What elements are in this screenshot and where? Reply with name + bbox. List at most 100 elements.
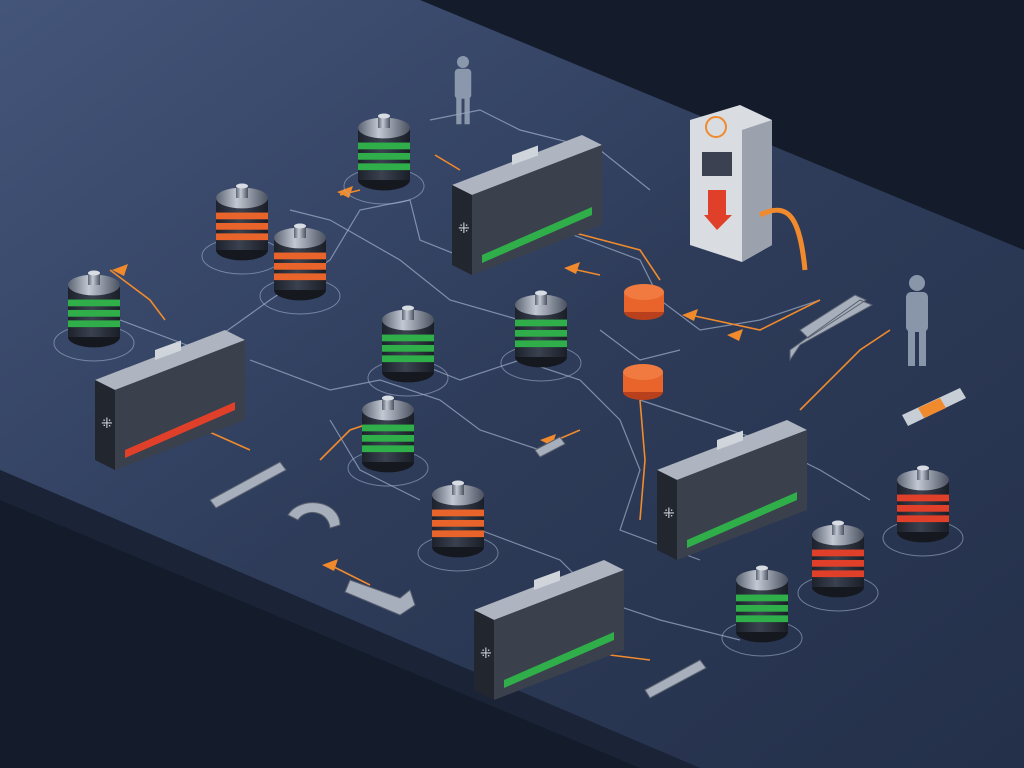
- person-icon: [454, 56, 472, 125]
- terminal: [378, 116, 390, 128]
- charge-flow-line: [689, 299, 821, 331]
- charge-level-bar: [216, 222, 268, 230]
- charge-level-bar: [812, 549, 864, 557]
- wire: [289, 209, 521, 321]
- wire: [329, 419, 421, 501]
- charge-level-bar: [515, 340, 567, 348]
- arrow-icon: [112, 264, 128, 276]
- charge-level-bar: [812, 559, 864, 567]
- terminal: [535, 293, 547, 305]
- battery-cell: [53, 270, 135, 362]
- charge-level-bar: [274, 252, 326, 260]
- pack-end: [474, 610, 494, 700]
- fuse-puck: [624, 284, 664, 320]
- pack-side: [115, 340, 245, 470]
- charge-level-bar: [736, 594, 788, 602]
- charge-level-bar: [216, 233, 268, 241]
- wire: [559, 229, 821, 331]
- handle: [717, 430, 743, 450]
- charge-level-bar: [362, 434, 414, 442]
- terminal: [832, 523, 844, 535]
- charge-level-bar: [68, 309, 120, 317]
- charge-level-bar: [274, 273, 326, 281]
- charge-flow-line: [799, 329, 891, 411]
- charge-level-bar: [432, 530, 484, 538]
- pack-side: [677, 430, 807, 560]
- charge-level-bar: [515, 319, 567, 327]
- wrench-icon: [209, 461, 287, 509]
- terminal: [236, 186, 248, 198]
- terminal: [88, 273, 100, 285]
- charge-level-bar: [504, 632, 614, 688]
- wire: [249, 359, 541, 451]
- battery-cell: [343, 113, 425, 205]
- table-edge: [0, 470, 700, 768]
- arrow-icon: [682, 309, 698, 321]
- ports-icon: ⁜: [458, 221, 470, 237]
- charge-level-bar: [736, 604, 788, 612]
- charge-level-bar: [358, 142, 410, 150]
- wire: [409, 359, 701, 561]
- handle: [512, 145, 538, 165]
- charging-cable: [758, 207, 808, 271]
- charge-flow-line: [109, 269, 166, 321]
- pliers-icon: [789, 294, 874, 362]
- charge-level-bar: [68, 299, 120, 307]
- screwdriver-icon: [644, 659, 707, 699]
- battery-cell: [417, 480, 499, 572]
- screwdriver-icon: [534, 436, 566, 458]
- battery-cell: [721, 565, 803, 657]
- battery-cell: [797, 520, 879, 612]
- charge-level-bar: [897, 515, 949, 523]
- battery-cell: [201, 183, 283, 275]
- charge-flow-line: [609, 654, 651, 661]
- charge-level-bar: [736, 615, 788, 623]
- terminal: [917, 468, 929, 480]
- charge-flow-line: [639, 399, 646, 521]
- person-icon: [906, 275, 928, 366]
- charge-level-bar: [274, 262, 326, 270]
- battery-cell: [259, 223, 341, 315]
- magnet-icon: [287, 502, 341, 529]
- pack-end: [657, 470, 677, 560]
- arrow-icon: [322, 559, 338, 571]
- pack-top: [452, 135, 602, 195]
- charge-level-bar: [358, 163, 410, 171]
- charge-level-bar: [812, 570, 864, 578]
- ports-icon: ⁜: [480, 646, 492, 662]
- fuse-icon: [902, 388, 966, 426]
- pack-side: [472, 145, 602, 275]
- pack-top: [657, 420, 807, 480]
- charge-level-bar: [125, 402, 235, 458]
- pack-side: [494, 570, 624, 700]
- charge-level-bar: [482, 207, 592, 263]
- charge-level-bar: [432, 509, 484, 517]
- charge-flow-line: [434, 154, 461, 171]
- battery-cell: [367, 305, 449, 397]
- terminal: [382, 398, 394, 410]
- terminal: [402, 308, 414, 320]
- battery-pack: ⁜: [95, 330, 245, 470]
- arrow-icon: [727, 329, 743, 341]
- pack-end: [95, 380, 115, 470]
- pack-end: [452, 185, 472, 275]
- charging-station-icon: [690, 105, 808, 271]
- battery-pack: ⁜: [452, 135, 602, 275]
- terminal: [756, 568, 768, 580]
- components: ⁜ ⁜ ⁜ ⁜: [53, 56, 966, 700]
- charge-flow-line: [204, 429, 251, 451]
- handle: [155, 340, 181, 360]
- charge-level-bar: [382, 334, 434, 342]
- wire: [599, 329, 681, 361]
- charge-level-bar: [897, 504, 949, 512]
- arrow-icon: [564, 262, 580, 274]
- battery-pack: ⁜: [474, 560, 624, 700]
- wire: [429, 109, 651, 191]
- ports-icon: ⁜: [663, 506, 675, 522]
- fuse-puck: [623, 364, 663, 400]
- battery-pack: ⁜: [657, 420, 807, 560]
- charge-level-bar: [897, 494, 949, 502]
- charge-level-bar: [68, 320, 120, 328]
- battery-cell: [882, 465, 964, 557]
